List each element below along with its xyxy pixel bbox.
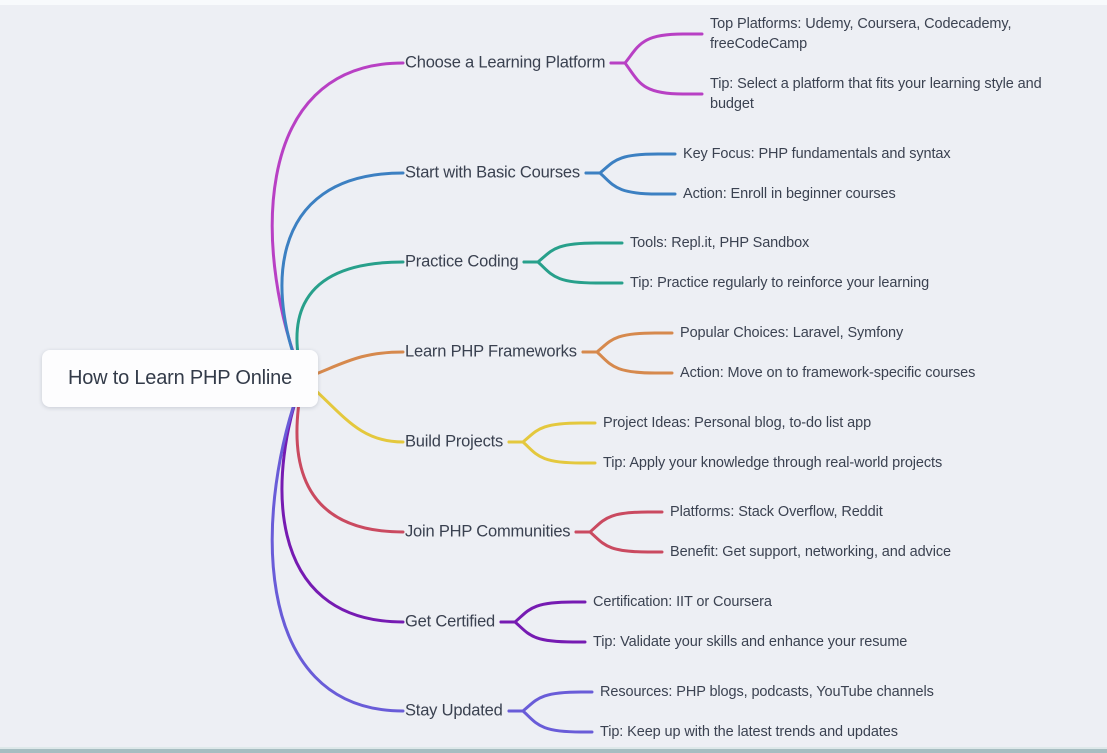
- link-branch-2-leaf-1: [584, 152, 677, 175]
- link-branch-5-leaf-2: [507, 440, 597, 465]
- link-branch-1-leaf-1: [609, 32, 704, 65]
- link-branch-8-leaf-1: [507, 690, 594, 713]
- link-branch-3-leaf-1: [522, 241, 624, 264]
- link-branch-5-leaf-1: [507, 421, 597, 444]
- branch-6-label[interactable]: Join PHP Communities: [405, 522, 571, 541]
- branch-2-child-1[interactable]: Key Focus: PHP fundamentals and syntax: [683, 146, 951, 162]
- branch-8-child-2[interactable]: Tip: Keep up with the latest trends and …: [600, 724, 898, 740]
- branch-1-child-2[interactable]: Tip: Select a platform that fits your le…: [710, 76, 1042, 112]
- link-root-branch-8: [270, 377, 405, 713]
- root-node[interactable]: How to Learn PHP Online: [42, 350, 318, 407]
- branch-7-child-2[interactable]: Tip: Validate your skills and enhance yo…: [593, 634, 908, 650]
- branch-3-label[interactable]: Practice Coding: [405, 252, 519, 271]
- branch-5-child-2[interactable]: Tip: Apply your knowledge through real-w…: [603, 455, 943, 471]
- branch-3-child-1[interactable]: Tools: Repl.it, PHP Sandbox: [630, 235, 810, 251]
- branch-5-label[interactable]: Build Projects: [405, 432, 504, 451]
- link-branch-4-leaf-1: [581, 331, 674, 354]
- branch-7-label[interactable]: Get Certified: [405, 612, 496, 631]
- branch-6-child-2[interactable]: Benefit: Get support, networking, and ad…: [670, 544, 951, 560]
- branch-1-label[interactable]: Choose a Learning Platform: [405, 53, 606, 72]
- link-branch-3-leaf-2: [522, 260, 624, 285]
- link-root-branch-5: [301, 377, 405, 444]
- branch-4-child-2[interactable]: Action: Move on to framework-specific co…: [680, 365, 976, 381]
- link-root-branch-1: [270, 61, 405, 381]
- link-branch-8-leaf-2: [507, 709, 594, 734]
- branch-3-child-2[interactable]: Tip: Practice regularly to reinforce you…: [630, 275, 930, 291]
- branch-2-label[interactable]: Start with Basic Courses: [405, 163, 580, 182]
- link-branch-2-leaf-2: [584, 171, 677, 196]
- link-branch-1-leaf-2: [609, 61, 704, 96]
- branch-7-child-1[interactable]: Certification: IIT or Coursera: [593, 594, 772, 610]
- branch-6-child-1[interactable]: Platforms: Stack Overflow, Reddit: [670, 504, 883, 520]
- link-branch-6-leaf-1: [574, 510, 664, 534]
- link-root-branch-7: [280, 377, 405, 624]
- link-branch-6-leaf-2: [574, 530, 664, 554]
- branch-4-child-1[interactable]: Popular Choices: Laravel, Symfony: [680, 325, 904, 341]
- branch-8-label[interactable]: Stay Updated: [405, 701, 503, 720]
- link-root-branch-2: [280, 171, 405, 381]
- branch-5-child-1[interactable]: Project Ideas: Personal blog, to-do list…: [603, 415, 872, 431]
- link-branch-7-leaf-1: [499, 600, 587, 624]
- link-branch-7-leaf-2: [499, 620, 587, 644]
- branch-4-label[interactable]: Learn PHP Frameworks: [405, 342, 577, 361]
- bottom-edge-bar: [0, 747, 1107, 753]
- link-branch-4-leaf-2: [581, 350, 674, 375]
- top-edge-highlight: [0, 0, 1107, 5]
- link-root-branch-4: [301, 350, 405, 381]
- branch-8-child-1[interactable]: Resources: PHP blogs, podcasts, YouTube …: [600, 684, 934, 700]
- branch-1-child-1[interactable]: Top Platforms: Udemy, Coursera, Codecade…: [710, 16, 1012, 52]
- branch-2-child-2[interactable]: Action: Enroll in beginner courses: [683, 186, 896, 202]
